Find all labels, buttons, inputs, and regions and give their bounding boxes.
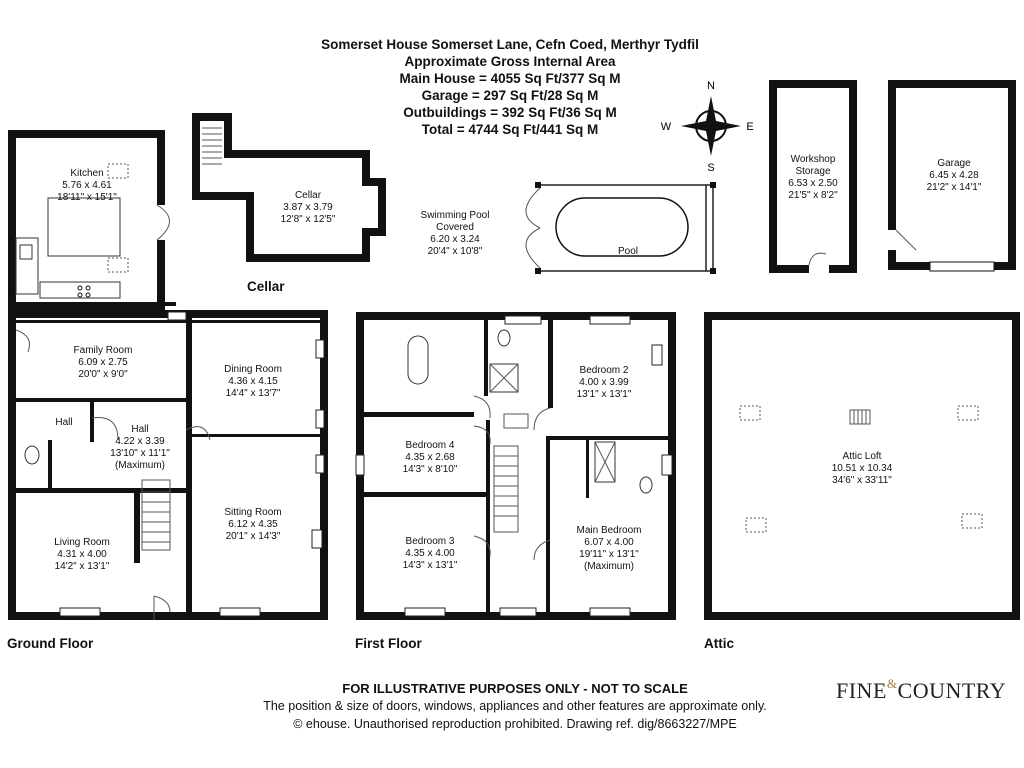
- hall-small-name: Hall: [55, 417, 72, 428]
- area-garage: Garage = 297 Sq Ft/28 Sq M: [421, 88, 599, 103]
- sitting-room-metric: 6.12 x 4.35: [228, 519, 278, 530]
- area-outbuildings: Outbuildings = 392 Sq Ft/36 Sq M: [403, 105, 617, 120]
- pool-room-name: Swimming Pool: [421, 210, 490, 221]
- ground-floor-label: Ground Floor: [7, 636, 94, 651]
- bedroom2-name: Bedroom 2: [580, 365, 629, 376]
- family-room-name: Family Room: [74, 345, 133, 356]
- sitting-room-imperial: 20'1" x 14'3": [226, 531, 281, 542]
- bedroom3-imperial: 14'3" x 13'1": [403, 560, 458, 571]
- main-bedroom-imperial: 19'11" x 13'1": [579, 549, 639, 560]
- compass-w: W: [661, 121, 672, 133]
- attic-floor-label: Attic: [704, 636, 734, 651]
- sitting-room-name: Sitting Room: [224, 507, 281, 518]
- bedroom2-metric: 4.00 x 3.99: [579, 377, 629, 388]
- living-room-name: Living Room: [54, 537, 110, 548]
- compass-icon: N S E W: [661, 80, 754, 174]
- living-room-metric: 4.31 x 4.00: [57, 549, 107, 560]
- workshop-room-name2: Storage: [795, 166, 830, 177]
- dining-room-imperial: 14'4" x 13'7": [226, 388, 281, 399]
- kitchen-name: Kitchen: [70, 168, 103, 179]
- ground-floor-plan: Kitchen 5.76 x 4.61 18'11" x 15'1" Famil…: [8, 130, 328, 620]
- first-floor-label: First Floor: [355, 636, 422, 651]
- garage-plan: Garage 6.45 x 4.28 21'2" x 14'1": [887, 80, 1016, 272]
- pool-room-metric: 6.20 x 3.24: [430, 234, 480, 245]
- compass-e: E: [746, 121, 753, 133]
- bedroom2-imperial: 13'1" x 13'1": [577, 389, 632, 400]
- main-bedroom-metric: 6.07 x 4.00: [584, 537, 634, 548]
- fine-country-logo: FINE&COUNTRY: [836, 676, 1007, 704]
- brand-word1: FINE: [836, 678, 887, 703]
- area-subtitle: Approximate Gross Internal Area: [404, 54, 616, 69]
- cellar-plan: Cellar 3.87 x 3.79 12'8" x 12'5": [192, 113, 386, 262]
- attic-plan: Attic Loft 10.51 x 10.34 34'6" x 33'11": [704, 312, 1020, 620]
- cellar-room-imperial: 12'8" x 12'5": [281, 214, 336, 225]
- compass-s: S: [707, 162, 714, 174]
- attic-loft-metric: 10.51 x 10.34: [832, 463, 893, 474]
- area-main-house: Main House = 4055 Sq Ft/377 Sq M: [399, 71, 621, 86]
- dining-room-metric: 4.36 x 4.15: [228, 376, 278, 387]
- kitchen-metric: 5.76 x 4.61: [62, 180, 112, 191]
- attic-loft-name: Attic Loft: [843, 451, 882, 462]
- family-room-metric: 6.09 x 2.75: [78, 357, 128, 368]
- bedroom4-metric: 4.35 x 2.68: [405, 452, 455, 463]
- hall-imperial: 13'10" x 11'1": [110, 448, 170, 459]
- cellar-room-metric: 3.87 x 3.79: [283, 202, 333, 213]
- workshop-room-imperial: 21'5" x 8'2": [788, 190, 838, 201]
- bedroom4-imperial: 14'3" x 8'10": [403, 464, 458, 475]
- garage-room-imperial: 21'2" x 14'1": [927, 182, 982, 193]
- hall-note: (Maximum): [115, 460, 165, 471]
- pool-inner-label: Pool: [618, 246, 638, 257]
- workshop-plan: Workshop Storage 6.53 x 2.50 21'5" x 8'2…: [769, 80, 857, 274]
- compass-n: N: [707, 80, 715, 92]
- bedroom3-metric: 4.35 x 4.00: [405, 548, 455, 559]
- brand-amp: &: [886, 676, 898, 691]
- pool-room-name2: Covered: [436, 222, 474, 233]
- bedroom4-name: Bedroom 4: [406, 440, 455, 451]
- disclaimer-text: FOR ILLUSTRATIVE PURPOSES ONLY - NOT TO …: [342, 681, 688, 696]
- kitchen-imperial: 18'11" x 15'1": [57, 192, 117, 203]
- living-room-imperial: 14'2" x 13'1": [55, 561, 110, 572]
- hall-metric: 4.22 x 3.39: [115, 436, 165, 447]
- area-total: Total = 4744 Sq Ft/441 Sq M: [421, 122, 599, 137]
- garage-room-name: Garage: [937, 158, 971, 169]
- cellar-room-name: Cellar: [295, 190, 322, 201]
- pool-room-imperial: 20'4" x 10'8": [428, 246, 483, 257]
- main-bedroom-note: (Maximum): [584, 561, 634, 572]
- attic-loft-imperial: 34'6" x 33'11": [832, 475, 892, 486]
- bedroom3-name: Bedroom 3: [406, 536, 455, 547]
- copyright-text: © ehouse. Unauthorised reproduction proh…: [293, 717, 737, 731]
- brand-word2: COUNTRY: [897, 678, 1007, 703]
- main-bedroom-name: Main Bedroom: [576, 525, 641, 536]
- workshop-room-metric: 6.53 x 2.50: [788, 178, 838, 189]
- cellar-floor-label: Cellar: [247, 279, 285, 294]
- family-room-imperial: 20'0" x 9'0": [78, 369, 128, 380]
- garage-room-metric: 6.45 x 4.28: [929, 170, 979, 181]
- first-floor-plan: Bedroom 2 4.00 x 3.99 13'1" x 13'1" Bedr…: [355, 312, 676, 620]
- features-note: The position & size of doors, windows, a…: [263, 699, 767, 713]
- dining-room-name: Dining Room: [224, 364, 282, 375]
- swimming-pool-plan: Pool Swimming Pool Covered 6.20 x 3.24 2…: [421, 182, 716, 274]
- workshop-room-name: Workshop: [791, 154, 836, 165]
- property-address: Somerset House Somerset Lane, Cefn Coed,…: [321, 37, 699, 52]
- hall-name: Hall: [131, 424, 148, 435]
